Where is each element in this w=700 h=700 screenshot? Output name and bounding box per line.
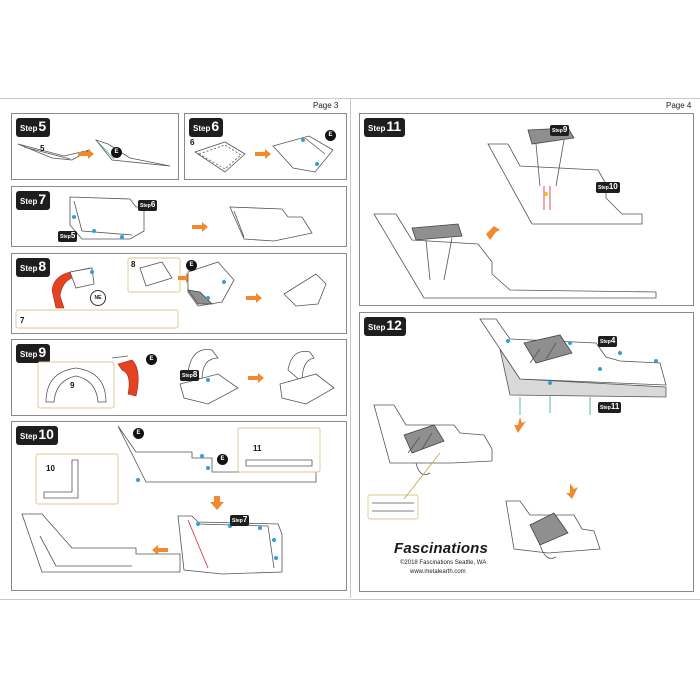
tab-e-marker: E: [111, 147, 122, 158]
ref-step-5: Step5: [58, 231, 77, 242]
website-text: www.metalearth.com: [410, 569, 466, 575]
step-10-diagram: [12, 422, 346, 590]
arrow-icon: [210, 496, 224, 510]
tab-e-marker: E: [325, 130, 336, 141]
arrow-icon: [78, 149, 94, 159]
step-6-diagram: [185, 114, 346, 179]
step-6-panel: Step6 6 E: [184, 113, 347, 180]
tab-e-marker: E: [217, 454, 228, 465]
part-6-marker: 6: [190, 138, 194, 147]
step-5-diagram: [12, 114, 178, 179]
tab-ne-marker: NE: [90, 290, 106, 306]
page-number-right: Page 4: [666, 101, 691, 110]
part-5-marker: 5: [40, 144, 44, 153]
step-8-diagram: [12, 254, 346, 333]
ref-step-11: Step11: [598, 402, 621, 413]
brand-logo: Fascinations: [394, 540, 488, 557]
step-11-panel: Step11 Step9 Step10: [359, 113, 694, 306]
step-11-diagram: [360, 114, 693, 305]
step-10-panel: Step10 10 E E 11 Step7: [11, 421, 347, 591]
part-9-marker: 9: [70, 381, 74, 390]
part-8-marker: 8: [131, 260, 135, 269]
arrow-icon: [514, 417, 526, 433]
ref-step-7: Step7: [230, 515, 249, 526]
tab-e-marker: E: [133, 428, 144, 439]
ref-step-9: Step9: [550, 125, 569, 136]
page-number-left: Page 3: [313, 101, 338, 110]
tab-e-marker: E: [186, 260, 197, 271]
arrow-icon: [566, 483, 578, 499]
arrow-icon: [486, 226, 500, 240]
ref-step-4: Step4: [598, 336, 617, 347]
part-10-marker: 10: [46, 464, 55, 473]
arrow-icon: [248, 373, 264, 383]
ref-step-8: Step8: [180, 370, 199, 381]
step-8-panel: Step8 8 7 NE E: [11, 253, 347, 334]
copyright-text: ©2018 Fascinations Seattle, WA: [400, 560, 486, 566]
ref-step-10: Step10: [596, 182, 620, 193]
step-9-diagram: [12, 340, 346, 415]
arrow-icon: [192, 222, 208, 232]
page-divider: [350, 98, 351, 598]
arrow-icon: [246, 293, 262, 303]
part-11-marker: 11: [253, 444, 261, 453]
step-7-panel: Step7 Step6 Step5: [11, 186, 347, 247]
arrow-icon: [255, 149, 271, 159]
ref-step-6: Step6: [138, 200, 157, 211]
part-7-marker: 7: [20, 316, 24, 325]
arrow-icon: [152, 545, 168, 555]
step-5-panel: Step5 5 E: [11, 113, 179, 180]
step-9-panel: Step9 9 E Step8: [11, 339, 347, 416]
tab-e-marker: E: [146, 354, 157, 365]
